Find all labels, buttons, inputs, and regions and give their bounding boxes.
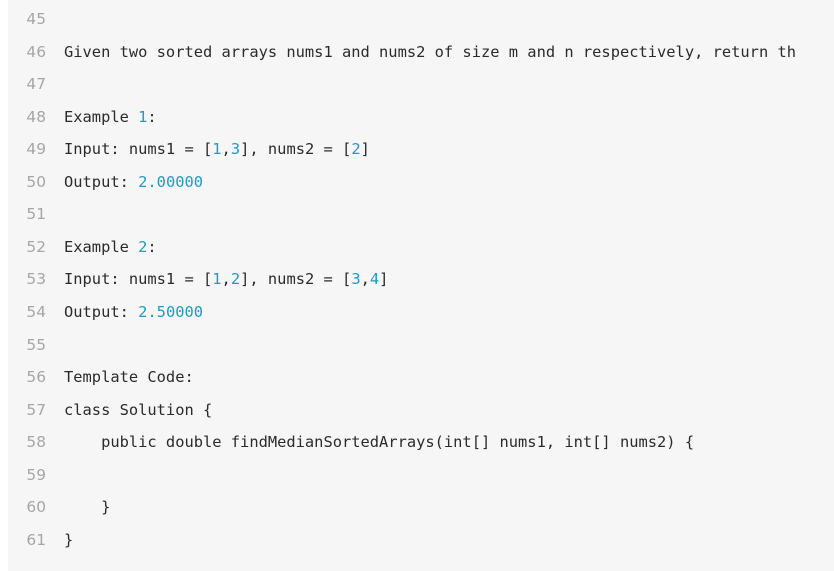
line-number: 61 <box>26 530 46 549</box>
code-token: } <box>64 530 74 549</box>
line-number: 56 <box>26 368 46 387</box>
line-number: 59 <box>26 465 46 484</box>
code-line: 58 public double findMedianSortedArrays(… <box>8 426 834 458</box>
code-token: , <box>360 270 370 289</box>
code-token: Output: <box>64 302 139 321</box>
code-token: Template Code: <box>64 368 194 387</box>
number-literal: 1 <box>138 107 148 126</box>
code-line: 47 <box>8 68 834 100</box>
code-text: } <box>64 524 73 556</box>
code-text: Example 2: <box>64 231 157 263</box>
line-number: 53 <box>26 270 46 289</box>
number-literal: 2 <box>351 140 361 159</box>
code-text: Example 1: <box>64 101 157 133</box>
code-line: 59 <box>8 459 834 491</box>
code-token: class Solution { <box>64 400 213 419</box>
code-line: 60 } <box>8 491 834 523</box>
code-token: Given two sorted arrays nums1 and nums2 … <box>64 42 797 61</box>
number-literal: 4 <box>369 270 380 289</box>
code-line: 51 <box>8 198 834 230</box>
code-text: Input: nums1 = [1,2], nums2 = [3,4] <box>64 263 388 295</box>
line-number: 46 <box>26 42 46 61</box>
code-text: Given two sorted arrays nums1 and nums2 … <box>64 36 796 68</box>
code-line: 61} <box>8 524 834 556</box>
code-token: ], nums2 = [ <box>240 140 352 159</box>
code-line: 55 <box>8 329 834 361</box>
line-number: 60 <box>26 498 46 517</box>
line-number: 55 <box>26 335 46 354</box>
code-line: 49 Input: nums1 = [1,3], nums2 = [2] <box>8 133 834 165</box>
line-number: 47 <box>26 75 46 94</box>
code-token: ] <box>360 140 370 159</box>
line-number: 57 <box>26 400 46 419</box>
code-line: 50 Output: 2.00000 <box>8 166 834 198</box>
code-text: Output: 2.00000 <box>64 166 203 198</box>
code-token: } <box>64 498 111 517</box>
number-literal: 1 <box>212 270 222 289</box>
code-line: 56 Template Code: <box>8 361 834 393</box>
code-token: Example <box>64 237 139 256</box>
code-token: , <box>221 270 231 289</box>
code-text: class Solution { <box>64 394 212 426</box>
number-literal: 2.00000 <box>138 172 204 191</box>
code-token: ] <box>379 270 389 289</box>
code-token: , <box>221 140 231 159</box>
number-literal: 3 <box>230 140 241 159</box>
code-line: 45 <box>8 3 834 35</box>
number-literal: 2.50000 <box>138 302 204 321</box>
code-token: : <box>147 107 157 126</box>
code-text: Output: 2.50000 <box>64 296 203 328</box>
code-token: ], nums2 = [ <box>240 270 352 289</box>
line-number: 51 <box>26 205 46 224</box>
line-number: 54 <box>26 302 46 321</box>
number-literal: 2 <box>138 237 148 256</box>
code-token: public double findMedianSortedArrays(int… <box>64 433 695 452</box>
code-text: public double findMedianSortedArrays(int… <box>64 426 694 458</box>
code-block: 45 46 Given two sorted arrays nums1 and nu… <box>8 0 834 571</box>
code-line: 54 Output: 2.50000 <box>8 296 834 328</box>
line-number: 52 <box>26 237 46 256</box>
code-token: Input: nums1 = [ <box>64 270 213 289</box>
code-token: Example <box>64 107 139 126</box>
number-literal: 1 <box>212 140 222 159</box>
code-text: } <box>64 491 110 523</box>
line-number: 50 <box>26 172 46 191</box>
code-token: : <box>147 237 157 256</box>
code-line: 57 class Solution { <box>8 394 834 426</box>
code-line: 52 Example 2: <box>8 231 834 263</box>
code-text: Template Code: <box>64 361 194 393</box>
line-number: 48 <box>26 107 46 126</box>
line-number: 49 <box>26 140 46 159</box>
line-number: 45 <box>26 10 46 28</box>
number-literal: 2 <box>230 270 241 289</box>
code-token: Output: <box>64 172 139 191</box>
code-text: Input: nums1 = [1,3], nums2 = [2] <box>64 133 370 165</box>
code-line: 48 Example 1: <box>8 101 834 133</box>
number-literal: 3 <box>351 270 361 289</box>
code-line: 46 Given two sorted arrays nums1 and nums… <box>8 36 834 68</box>
line-number: 58 <box>26 433 46 452</box>
code-token: Input: nums1 = [ <box>64 140 213 159</box>
